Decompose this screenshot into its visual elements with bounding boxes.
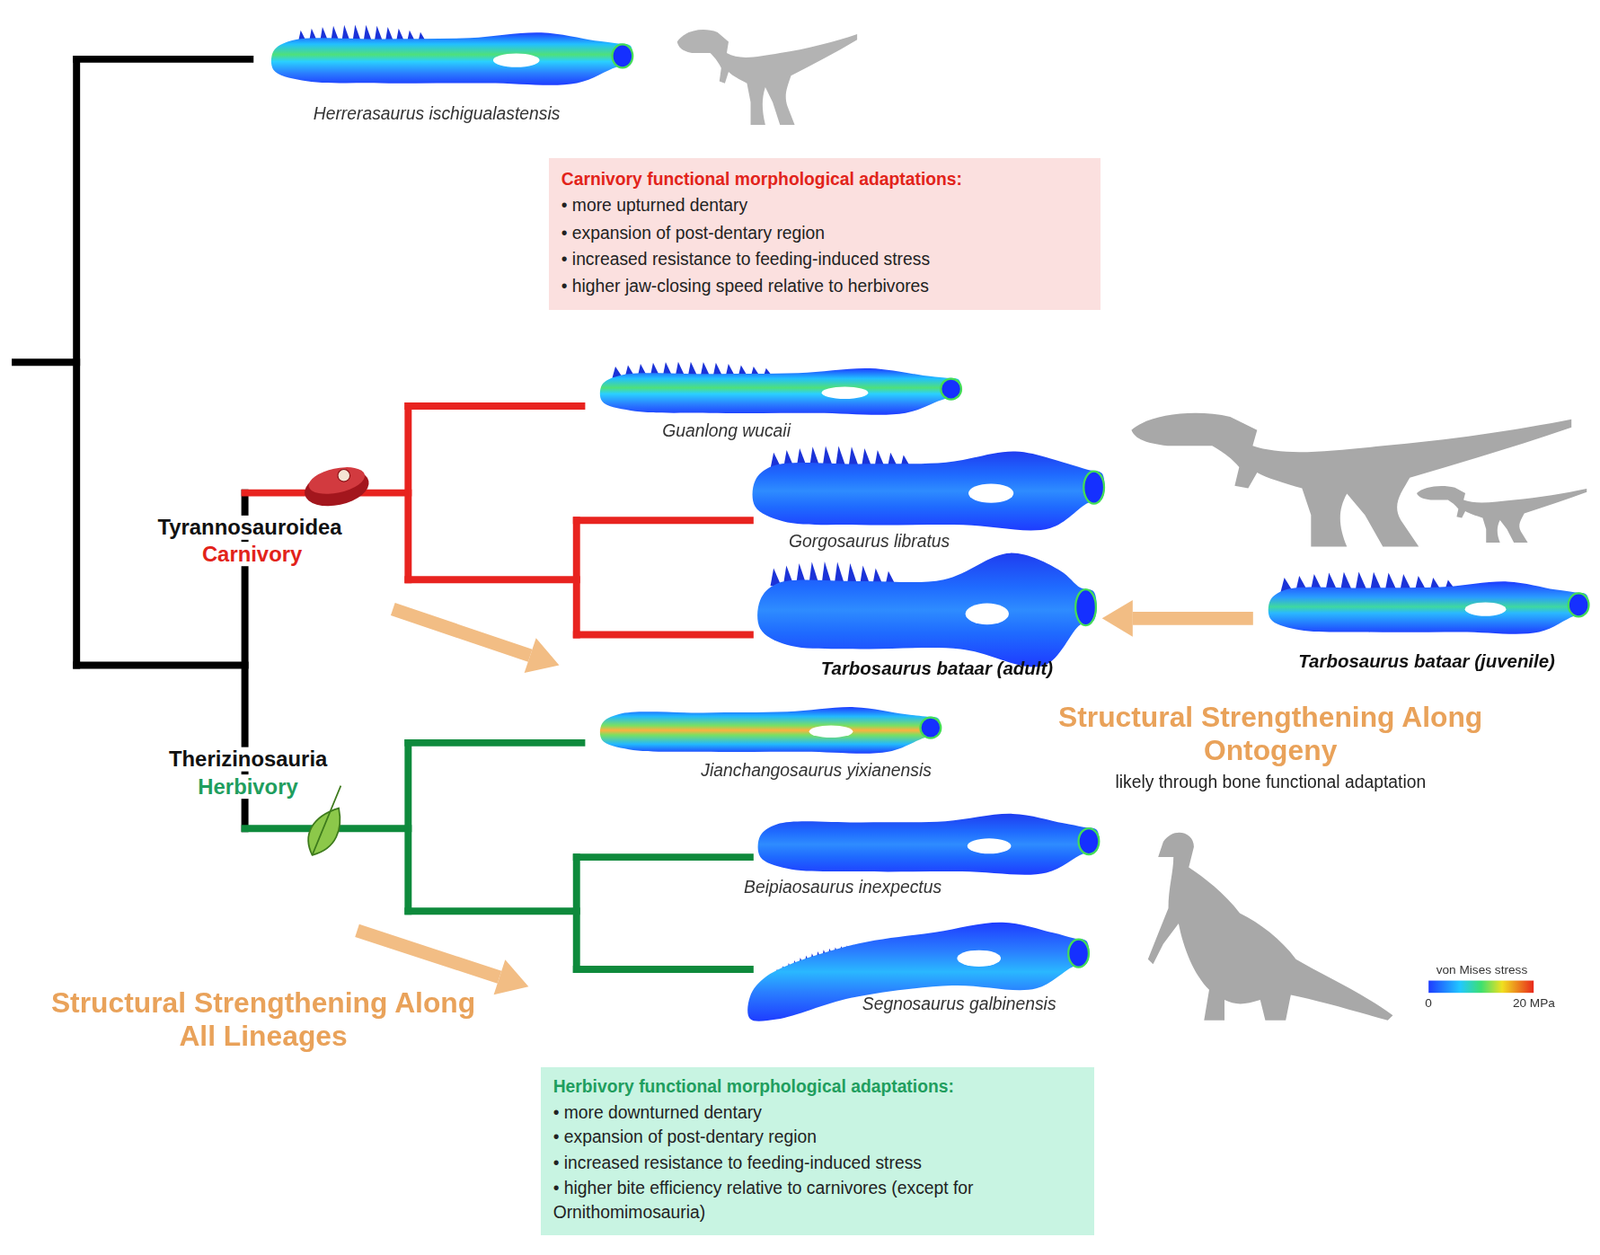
tree-branch	[576, 853, 751, 861]
meat-bone	[337, 468, 351, 482]
bullet-item: • expansion of post-dentary region	[553, 1125, 1082, 1151]
bullet-item: • higher bite efficiency relative to car…	[553, 1175, 1082, 1227]
box-heading: Herbivory functional morphological adapt…	[553, 1075, 1082, 1101]
articular	[1068, 939, 1089, 968]
dinosaur-silhouette	[1148, 832, 1394, 1021]
clade-name: Therizinosauria	[164, 746, 331, 771]
jaw-model	[600, 362, 962, 416]
bullet-item: • more downturned dentary	[553, 1100, 1082, 1126]
articular	[920, 717, 942, 739]
meat-icon-top	[306, 462, 368, 499]
annotation-heading: Structural Strengthening Along Ontogeny	[1051, 699, 1490, 768]
label: Tarbosaurus bataar (adult)	[821, 658, 1053, 681]
label: 20 MPa	[1512, 996, 1556, 1011]
label: Herrerasaurus ischigualastensis	[313, 104, 561, 125]
tree-branch	[573, 520, 581, 635]
arrow-head	[1102, 600, 1133, 637]
jaw-model	[600, 707, 941, 754]
articular	[1083, 471, 1105, 504]
articular	[1075, 589, 1097, 626]
label: likely through bone functional adaptatio…	[1114, 772, 1426, 794]
bullet-item: • increased resistance to feeding-induce…	[553, 1150, 1082, 1176]
tree-branch	[407, 402, 582, 410]
label: Beipiaosaurus inexpectus	[743, 877, 942, 899]
adaptation-box: Herbivory functional morphological adapt…	[540, 1067, 1095, 1235]
bullet-item: • higher jaw-closing speed relative to h…	[561, 274, 1088, 301]
tree-branch	[407, 575, 576, 584]
fenestra	[956, 950, 1001, 967]
jaw-outline	[600, 368, 962, 416]
jaw-outline	[271, 32, 633, 85]
articular	[1078, 828, 1100, 855]
jaw-model	[752, 446, 1105, 531]
clade-name: Tyrannosauroidea	[153, 515, 346, 540]
dinosaur-silhouette	[677, 29, 858, 125]
tree-branch	[76, 55, 250, 63]
strengthening-arrow	[357, 930, 530, 995]
label: Carnivory	[197, 541, 306, 566]
fenestra	[968, 483, 1014, 503]
jaw-outline	[600, 707, 941, 754]
jaw-outline	[758, 813, 1100, 876]
arrow-shaft	[357, 930, 500, 978]
label: Herbivory	[194, 774, 302, 799]
tree-branch	[576, 965, 751, 973]
jaw-model	[271, 25, 633, 86]
annotation-heading: Structural Strengthening Along All Linea…	[44, 985, 483, 1053]
articular	[612, 44, 634, 68]
leaf-icon	[308, 808, 340, 856]
arrow-head	[524, 637, 560, 673]
fenestra	[809, 725, 854, 739]
jaw-models	[271, 25, 1590, 1022]
label: Jianchangosaurus yixianensis	[700, 760, 932, 782]
fenestra	[967, 838, 1012, 854]
strengthening-arrow	[392, 609, 559, 673]
label: von Mises stress	[1436, 962, 1528, 977]
fenestra	[1465, 601, 1507, 616]
colorbar	[1428, 981, 1534, 994]
tree-branch	[76, 662, 245, 670]
tree-branch	[576, 631, 751, 639]
box-heading: Carnivory functional morphological adapt…	[561, 166, 1088, 194]
label: Gorgosaurus libratus	[788, 531, 950, 553]
label: 0	[1424, 996, 1433, 1011]
articular	[940, 379, 962, 400]
fenestra	[822, 386, 869, 399]
jaw-model	[747, 922, 1089, 1022]
articular	[1568, 592, 1590, 617]
tree-branch	[407, 739, 582, 747]
leaf-stem	[312, 786, 342, 856]
jaw-outline	[747, 922, 1089, 1022]
tree-branch	[404, 406, 412, 580]
tree-branch	[15, 358, 77, 366]
tree-branch	[72, 59, 80, 666]
jaw-outline	[1268, 581, 1590, 634]
bullet-item: • increased resistance to feeding-induce…	[561, 247, 1088, 275]
bullet-item: • expansion of post-dentary region	[561, 220, 1088, 248]
tree-branch	[407, 907, 576, 915]
jaw-model	[757, 553, 1097, 668]
arrow-shaft	[392, 609, 531, 656]
jaw-outline	[752, 450, 1105, 531]
adaptation-box: Carnivory functional morphological adapt…	[548, 158, 1100, 310]
tree-branch	[576, 516, 751, 524]
fenestra	[965, 603, 1009, 626]
label: Guanlong wucaii	[662, 421, 791, 442]
tree-branch	[573, 857, 581, 970]
jaw-outline	[757, 553, 1097, 668]
label: Tarbosaurus bataar (juvenile)	[1298, 651, 1556, 673]
dinosaur-silhouette	[1416, 486, 1587, 543]
jaw-model	[1268, 571, 1590, 634]
tree-branch	[404, 742, 412, 911]
label: Segnosaurus galbinensis	[862, 994, 1057, 1016]
jaw-model	[758, 813, 1100, 876]
arrow-shaft	[1132, 611, 1254, 626]
arrow-head	[494, 959, 530, 995]
bullet-item: • more upturned dentary	[561, 193, 1088, 221]
strengthening-arrow	[1102, 600, 1254, 637]
fenestra	[493, 53, 540, 67]
